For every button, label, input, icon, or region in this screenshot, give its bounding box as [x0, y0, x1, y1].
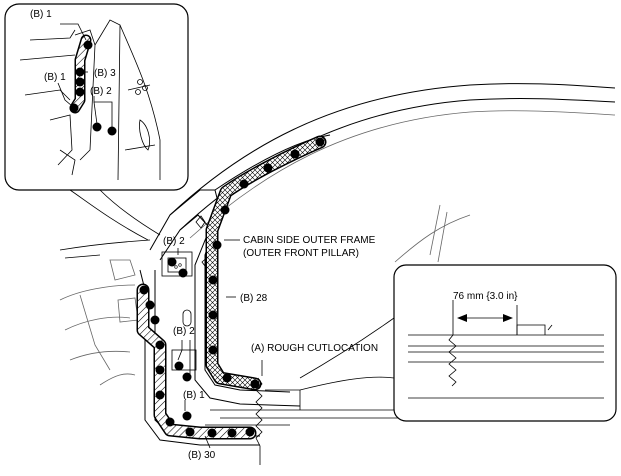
label-b1-top: (B) 1 [30, 9, 52, 20]
inset-magnified-view [4, 3, 189, 241]
sealer-band-b28 [205, 135, 327, 391]
label-cabin-line2: (OUTER FRONT PILLAR) [243, 248, 359, 259]
sealer-band-b30 [136, 283, 257, 440]
label-b2-inset: (B) 2 [90, 86, 112, 97]
rough-cut-line [255, 377, 263, 465]
inset-cut-detail [299, 264, 617, 422]
label-b28: (B) 28 [240, 293, 268, 304]
label-b2-upper: (B) 2 [163, 236, 185, 247]
label-b3: (B) 3 [94, 68, 116, 79]
label-dimension: 76 mm {3.0 in} [453, 291, 518, 302]
label-b2-lower: (B) 2 [173, 326, 195, 337]
label-b1-mid: (B) 1 [44, 72, 66, 83]
label-cabin-line1: CABIN SIDE OUTER FRAME [243, 235, 376, 246]
label-b1-lower: (B) 1 [183, 390, 205, 401]
label-rough-cut: (A) ROUGH CUTLOCATION [251, 343, 378, 354]
leader-lines [177, 239, 263, 449]
label-b30: (B) 30 [188, 450, 216, 461]
weld-spots [139, 137, 325, 438]
